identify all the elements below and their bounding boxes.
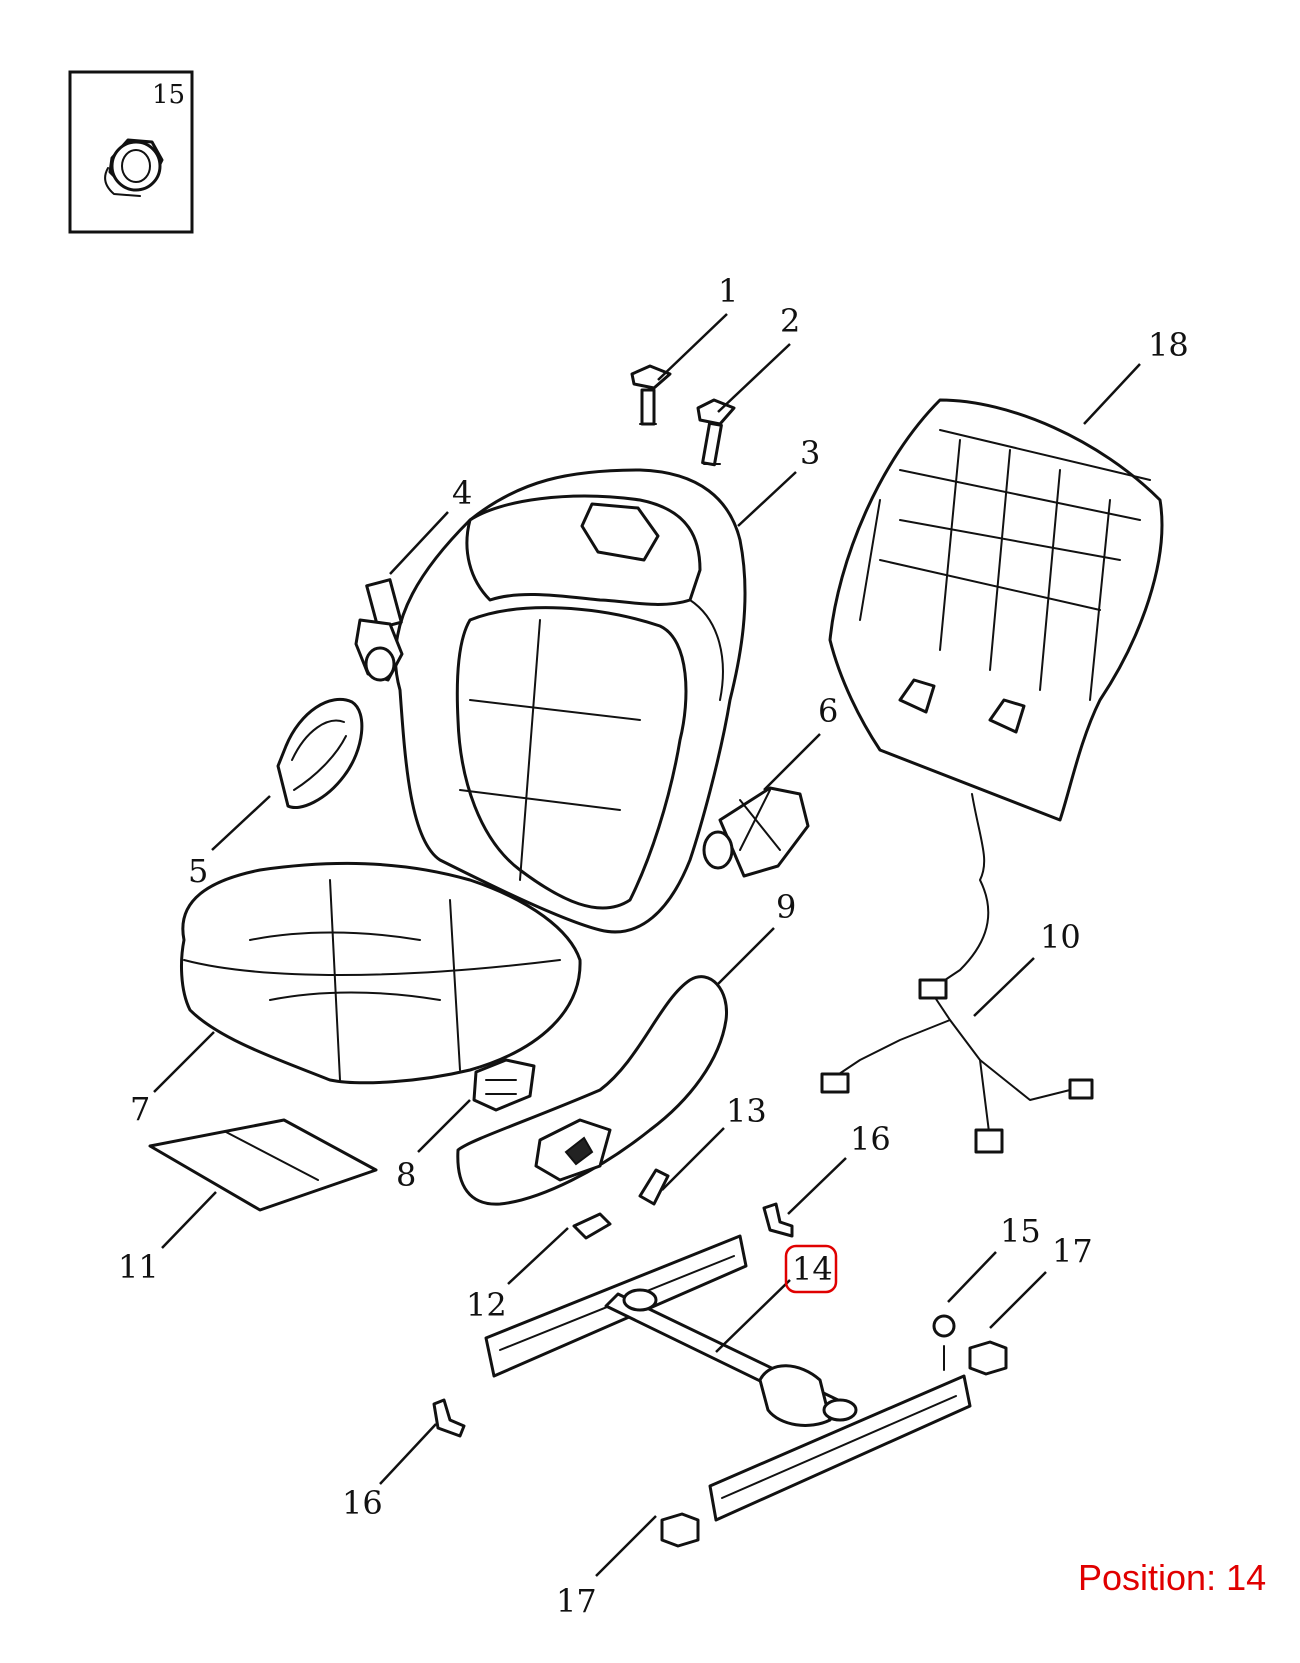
callout-9[interactable]: 9 <box>776 888 796 926</box>
wiring-harness <box>820 793 1094 1154</box>
callout-11[interactable]: 11 <box>118 1248 159 1286</box>
clip-16-upper <box>762 1202 794 1238</box>
callout-4[interactable]: 4 <box>452 474 472 512</box>
seat-back-cover <box>394 468 747 934</box>
callout-5[interactable]: 5 <box>188 852 208 890</box>
callout-labels: 1 2 3 4 5 6 7 8 9 10 11 12 13 14 15 16 1… <box>118 272 1189 1620</box>
switch-knob-13 <box>638 1168 670 1206</box>
inset-box: 15 <box>68 70 194 234</box>
cover-17-lower <box>660 1512 700 1548</box>
switch-knob-12 <box>572 1212 612 1240</box>
callout-10[interactable]: 10 <box>1040 918 1081 956</box>
callout-17-lower[interactable]: 17 <box>556 1582 597 1620</box>
callout-1[interactable]: 1 <box>718 272 738 310</box>
callout-6[interactable]: 6 <box>818 692 838 730</box>
callout-15[interactable]: 15 <box>1000 1212 1041 1250</box>
callout-3[interactable]: 3 <box>800 434 820 472</box>
highlight-box <box>784 1244 838 1294</box>
callout-16-lower[interactable]: 16 <box>342 1484 383 1522</box>
recliner-actuator <box>354 578 404 682</box>
seat-switch <box>472 1058 536 1112</box>
seat-track-assembly <box>484 1234 972 1522</box>
seat-back-frame <box>828 398 1164 822</box>
callout-14[interactable]: 14 <box>792 1250 833 1288</box>
seat-mat <box>148 1118 378 1212</box>
callout-17-right[interactable]: 17 <box>1052 1232 1093 1270</box>
callout-12[interactable]: 12 <box>466 1286 507 1324</box>
nut-icon <box>104 138 164 197</box>
callout-8[interactable]: 8 <box>396 1156 416 1194</box>
headrest-guide-1 <box>630 364 672 426</box>
seat-motor <box>702 786 810 878</box>
position-label: Position: 14 <box>1078 1557 1266 1598</box>
side-trim-panel <box>276 697 364 809</box>
seat-cushion <box>180 861 582 1085</box>
clip-16-lower <box>432 1398 466 1438</box>
callout-13[interactable]: 13 <box>726 1092 767 1130</box>
washer <box>932 1314 956 1371</box>
cover-17-right <box>968 1340 1008 1376</box>
callout-18[interactable]: 18 <box>1148 326 1189 364</box>
side-shield <box>456 975 729 1206</box>
callout-16-upper[interactable]: 16 <box>850 1120 891 1158</box>
leader-lines <box>153 313 1141 1577</box>
inset-label: 15 <box>152 80 185 110</box>
callout-2[interactable]: 2 <box>780 302 800 340</box>
headrest-guide-2 <box>696 398 736 467</box>
callout-7[interactable]: 7 <box>130 1090 150 1128</box>
